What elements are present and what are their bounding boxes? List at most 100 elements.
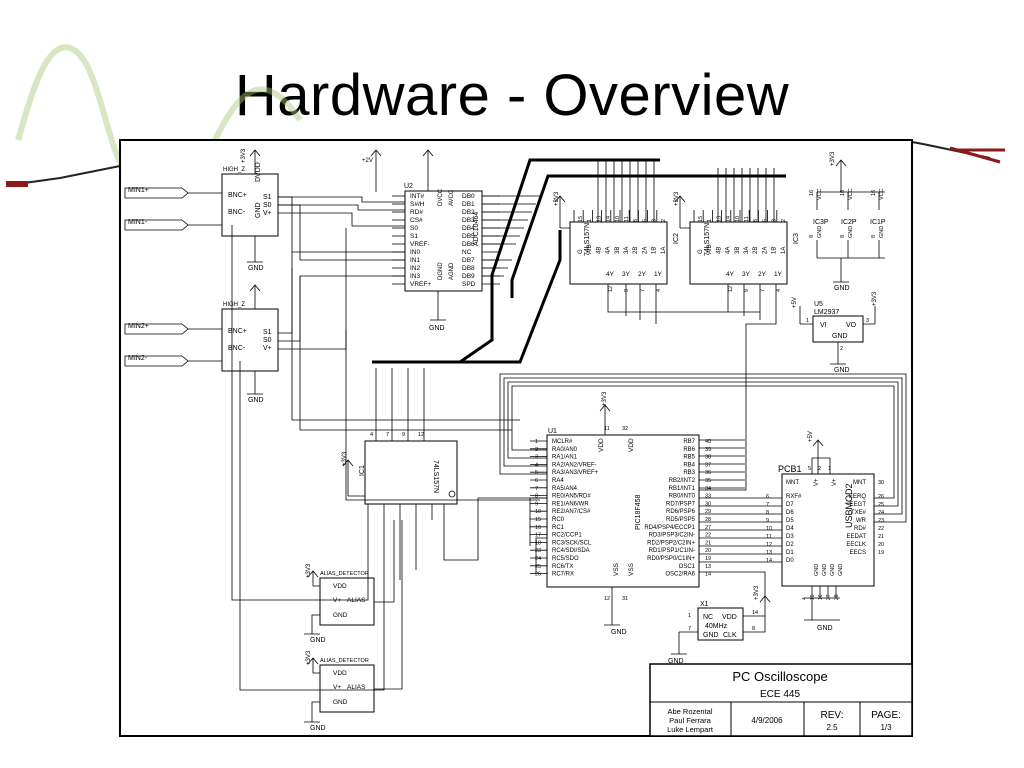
gnd-label: GND <box>611 629 627 636</box>
usb-pin-label: WR <box>856 518 867 524</box>
mcu-pin-num: 15 <box>535 517 541 523</box>
mcu-pin-label: RB5 <box>683 455 695 461</box>
mux-pin-num: 3 <box>772 219 778 222</box>
usb-pin-num: 21 <box>878 534 884 540</box>
mcu-pin-num: 24 <box>535 556 541 562</box>
pin-label: DVDD <box>255 162 262 182</box>
mcu-pin-label: RB4 <box>683 462 695 468</box>
ic-power-num: 8 <box>809 235 815 238</box>
adc-part: ADC10464 <box>473 212 480 246</box>
pin-label: V+ <box>263 210 272 217</box>
mcu-u1: U1 PIC18F458 MCLR#1RA0/AN02RA1/AN13RA2/A… <box>530 391 711 636</box>
alias-pin: ALIAS <box>347 597 366 604</box>
mux-pin-label: G <box>578 249 584 254</box>
project-title: PC Oscilloscope <box>732 669 827 684</box>
mcu-pin-num: 25 <box>535 564 541 570</box>
reg-ref: U5 <box>814 301 823 308</box>
mux-pin-num: 7 <box>386 432 389 438</box>
mux-pin-num: 13 <box>596 216 602 222</box>
mcu-pin-label: RB0/INT0 <box>669 494 696 500</box>
supply-label: +3V3 <box>674 191 680 206</box>
reg-pin: VO <box>846 322 857 329</box>
alias-pin: GND <box>333 699 348 706</box>
rev-value: 2.5 <box>826 723 838 732</box>
supply-label: +3V3 <box>306 563 312 578</box>
pin-label: BNC- <box>228 345 246 352</box>
mcu-pin-label: RD0/PSP0/C1IN+ <box>647 556 695 562</box>
usb-pin-num: 6 <box>766 494 769 500</box>
mcu-pin-label: RA3/AN3/VREF+ <box>552 470 599 476</box>
mux-pin-num: 10 <box>735 216 741 222</box>
supply-label: +3V3 <box>872 291 878 306</box>
probe-cable-left-icon <box>6 164 126 187</box>
gnd-label: GND <box>834 285 850 292</box>
mux-pin-num: 2 <box>661 219 667 222</box>
pin-label: S1 <box>263 194 272 201</box>
gnd-label: GND <box>248 397 264 404</box>
ic-power-pin: VCC <box>817 188 823 200</box>
adc-pin-label: IN2 <box>410 265 421 272</box>
mux-pin-num: 3 <box>652 219 658 222</box>
mux-pin-num: 7 <box>640 289 646 292</box>
page-label: PAGE: <box>871 710 901 721</box>
mux-pin-num: 13 <box>716 216 722 222</box>
usb-pin-label: RD# <box>854 526 867 532</box>
mcu-vdd: VDD <box>628 438 635 452</box>
mux-pin-num: 10 <box>615 216 621 222</box>
mcu-vss: VSS <box>628 562 635 576</box>
mcu-pin-num: 34 <box>705 486 711 492</box>
usb-pin-num: 4 <box>802 597 808 600</box>
mcu-pin-num: 1 <box>535 439 538 445</box>
mcu-pin-num: 7 <box>535 486 538 492</box>
adc-pin-label: DB7 <box>462 257 475 264</box>
highz-name: HIGH_Z <box>223 302 245 308</box>
mcu-pin-num: 32 <box>622 426 628 432</box>
mcu-pin-num: 22 <box>705 533 711 539</box>
mux-pin-num: 4 <box>656 289 662 292</box>
usb-pin-label: D7 <box>786 502 794 508</box>
alias-detector-1: ALIAS_DETECTOR VDD V+ ALIAS GND GND +3V3 <box>304 563 375 644</box>
alias-name: ALIAS_DETECTOR <box>320 571 369 577</box>
mux-pin-label: A/B <box>707 244 713 254</box>
usb-pin-label: D5 <box>786 518 794 524</box>
mcu-pin-num: 12 <box>604 596 610 602</box>
mux-pin-num: 5 <box>642 219 648 222</box>
adc-pin-label: SPD <box>462 281 476 288</box>
mcu-pin-label: OSC2/RA6 <box>665 572 695 578</box>
mcu-pin-label: RD2/PSP2/C2IN+ <box>647 540 695 546</box>
pin-label: S0 <box>263 202 272 209</box>
gnd-label: GND <box>310 637 326 644</box>
adc-pin-label: CS# <box>410 217 423 224</box>
mux-pin-num: 14 <box>726 216 732 222</box>
mux-pin-num: 2 <box>781 219 787 222</box>
input-label: MIN2+ <box>128 323 149 330</box>
mux-part: 74LS157N <box>704 223 711 256</box>
osc-pin: VDD <box>722 614 737 621</box>
mcu-pin-num: 18 <box>535 540 541 546</box>
ic-power-num: 16 <box>871 190 877 196</box>
input-ports: MIN1+ MIN1- MIN2+ MIN2- <box>124 187 222 367</box>
title-block: PC Oscilloscope ECE 445 Abe Rozental Pau… <box>649 663 913 737</box>
probe-cable-right-icon <box>911 141 1005 164</box>
usb-pin-num: 16 <box>818 594 824 600</box>
adc-pin-label: S1 <box>410 233 418 240</box>
author: Paul Ferrara <box>669 716 712 725</box>
mcu-pin-num: 19 <box>705 556 711 562</box>
mcu-pin-label: RC4/SDI/SDA <box>552 548 590 554</box>
adc-pin-label: VREF- <box>410 241 430 248</box>
supply-label: +3V3 <box>342 451 348 466</box>
mux-pin-label: A/B <box>587 244 593 254</box>
ic-power-label: IC2P <box>841 219 857 226</box>
usb-pin-num: 19 <box>878 550 884 556</box>
alias-pin: ALIAS <box>347 684 366 691</box>
usb-pin-num: 9 <box>766 518 769 524</box>
mux-pin-label: 3B <box>615 247 621 254</box>
ic-power-pin: GND <box>848 226 854 238</box>
mcu-pin-label: RD6/PSP6 <box>666 509 696 515</box>
pin-stub <box>554 195 570 229</box>
mcu-pin-label: RC0 <box>552 517 565 523</box>
adc-ref: U2 <box>404 183 413 190</box>
mux-pin-num: 1 <box>587 219 593 222</box>
mux-pin-num: 14 <box>606 216 612 222</box>
